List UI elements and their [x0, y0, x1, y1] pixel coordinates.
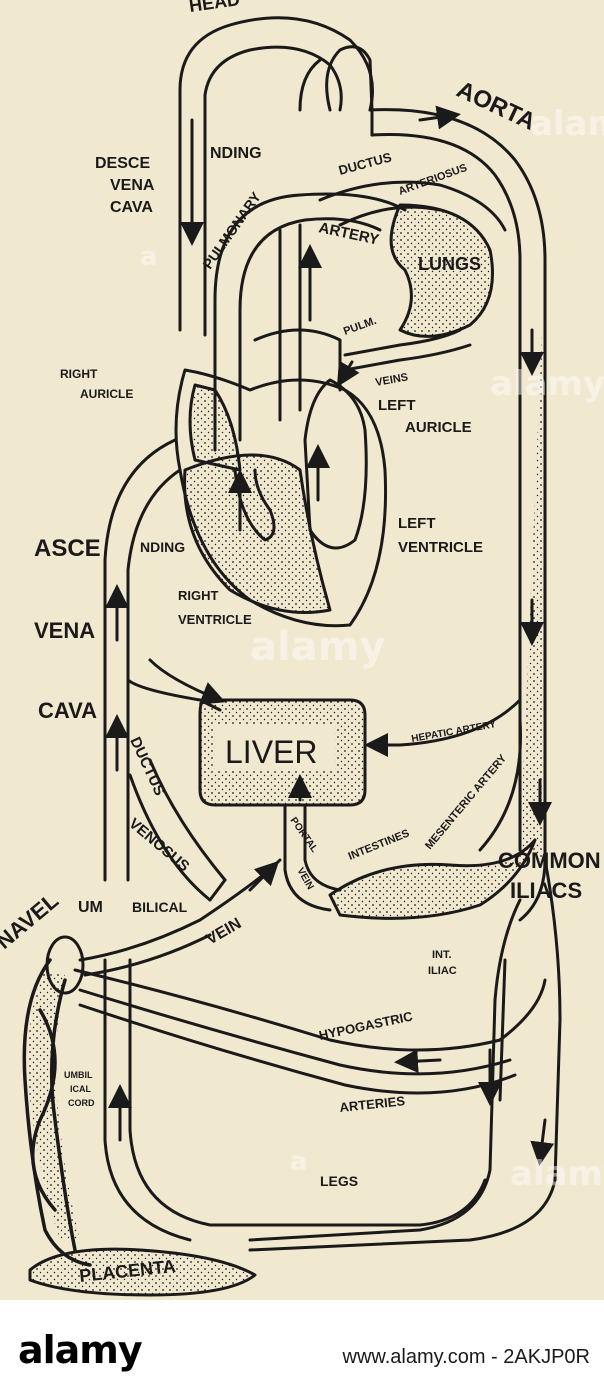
label-descending-1: DESCE	[95, 155, 150, 172]
watermark-brand-3: alamy	[250, 624, 385, 670]
head-vessels	[178, 16, 374, 337]
umbilical-vessels	[73, 858, 547, 1095]
watermark-brand-4: alamy	[510, 1154, 604, 1194]
umbilical-cord-shading	[27, 970, 80, 1240]
label-right-auricle-1: RIGHT	[60, 367, 98, 381]
label-int: INT.	[432, 949, 452, 961]
watermark-brand-2: alamy	[490, 364, 604, 404]
ascending-vena-cava	[103, 438, 226, 882]
heart	[174, 328, 388, 628]
watermark: alamy alamy alamy alamy a a	[140, 104, 604, 1194]
label-descending-4: CAVA	[110, 199, 153, 216]
label-legs: LEGS	[320, 1173, 358, 1189]
label-left-ventricle-1: LEFT	[398, 515, 436, 532]
label-iliac: ILIAC	[428, 965, 457, 977]
label-ascending-2: NDING	[140, 539, 185, 555]
watermark-tile-1: a	[140, 242, 158, 272]
label-right-auricle-2: AURICLE	[80, 387, 133, 401]
label-umbil: UMBIL	[64, 1070, 93, 1080]
pulmonary-veins	[336, 328, 472, 388]
label-arteries: ARTERIES	[339, 1093, 406, 1115]
lungs	[389, 203, 494, 338]
ductus-venosus	[128, 758, 227, 902]
label-left-ventricle-2: VENTRICLE	[398, 539, 483, 556]
label-cava: CAVA	[38, 698, 97, 723]
label-ical: ICAL	[70, 1084, 91, 1094]
label-right-ventricle-1: RIGHT	[178, 588, 219, 603]
paper-background	[0, 0, 604, 1300]
label-descending-3: VENA	[110, 177, 155, 194]
fetal-circulation-diagram: HEAD AORTA DESCE NDING VENA CAVA DUCTUS …	[0, 0, 604, 1300]
label-right-ventricle-2: VENTRICLE	[178, 612, 252, 627]
label-left-auricle-2: AURICLE	[405, 419, 472, 436]
label-descending-2: NDING	[210, 145, 262, 162]
hepatic-artery	[364, 698, 522, 757]
watermark-tile-2: a	[290, 1147, 308, 1177]
stock-logo: alamy	[18, 1328, 143, 1372]
liver-label-box	[215, 725, 335, 770]
label-liver: LIVER	[225, 734, 317, 770]
placenta	[28, 1247, 257, 1297]
label-um: UM	[78, 899, 103, 916]
label-vena: VENA	[34, 618, 95, 643]
label-left-auricle-1: LEFT	[378, 397, 416, 414]
watermark-brand-1: alamy	[530, 104, 604, 144]
label-lungs: LUNGS	[418, 254, 481, 274]
portal-and-intestines	[283, 718, 537, 920]
stock-image-url: www.alamy.com - 2AKJP0R	[342, 1346, 590, 1368]
label-bilical: BILICAL	[132, 899, 188, 915]
stock-footer: alamy www.alamy.com - 2AKJP0R	[0, 1300, 604, 1390]
label-cord: CORD	[68, 1098, 95, 1108]
label-iliacs: ILIACS	[510, 878, 582, 903]
label-ascending-1: ASCE	[34, 535, 101, 562]
label-common: COMMON	[498, 848, 601, 873]
iliac-and-leg-arteries	[103, 858, 562, 1252]
label-veins: VEINS	[374, 371, 409, 389]
aorta-vessel	[368, 105, 552, 922]
